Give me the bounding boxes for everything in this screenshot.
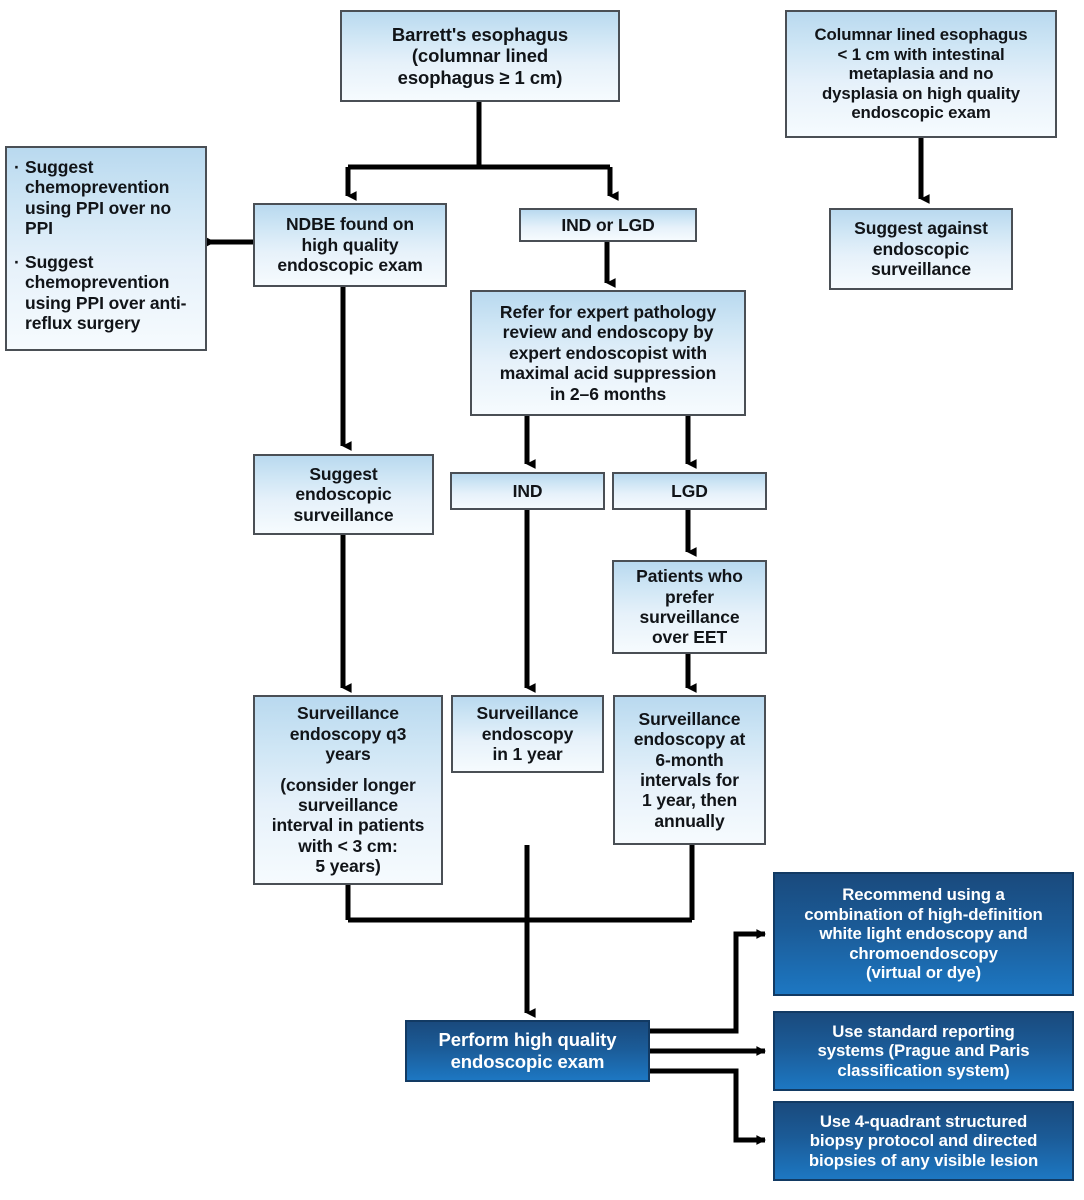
- patients-prefer-line-1: Patients who: [636, 566, 743, 587]
- surv-q3-line-8: 5 years): [315, 856, 381, 877]
- columnar-line-2: < 1 cm with intestinal: [837, 44, 1005, 64]
- lgd-label: LGD: [671, 480, 708, 501]
- surv-1yr-line-1: Surveillance: [476, 703, 579, 724]
- patients-prefer-line-2: prefer: [664, 586, 714, 607]
- recommend-hd-line-1: Recommend using a: [842, 884, 1005, 904]
- recommend-hd-line-3: white light endoscopy and: [819, 924, 1028, 944]
- reporting-line-2: systems (Prague and Paris: [817, 1041, 1030, 1061]
- bullet-marker-icon: ·: [14, 157, 20, 177]
- surv-6mo-line-5: 1 year, then: [641, 790, 738, 811]
- perform-line-2: endoscopic exam: [450, 1051, 605, 1072]
- recommend-hd-line-2: combination of high-definition: [804, 904, 1043, 924]
- surv-6mo-line-6: annually: [654, 810, 725, 831]
- node-use-standard-reporting-systems[interactable]: Use standard reporting systems (Prague a…: [773, 1011, 1074, 1091]
- refer-line-1: Refer for expert pathology: [499, 301, 717, 322]
- surv-6mo-line-3: 6-month: [655, 749, 724, 770]
- refer-line-5: in 2–6 months: [549, 383, 667, 404]
- node-columnar-lined-esophagus-short[interactable]: Columnar lined esophagus < 1 cm with int…: [785, 10, 1057, 138]
- node-ind[interactable]: IND: [450, 472, 605, 510]
- suggest-against-line-2: endoscopic: [872, 238, 970, 259]
- node-recommend-hd-white-light-endoscopy[interactable]: Recommend using a combination of high-de…: [773, 872, 1074, 996]
- surv-q3-line-7: with < 3 cm:: [298, 835, 398, 856]
- ind-label: IND: [512, 480, 543, 501]
- biopsy-line-3: biopsies of any visible lesion: [808, 1150, 1039, 1170]
- surv-6mo-line-1: Surveillance: [638, 708, 741, 729]
- edge-perform-to-biopsy: [650, 1068, 767, 1145]
- columnar-line-3: metaplasia and no: [848, 64, 994, 84]
- recommend-hd-line-5: (virtual or dye): [866, 963, 981, 983]
- node-suggest-endoscopic-surveillance[interactable]: Suggest endoscopic surveillance: [253, 454, 434, 535]
- surv-q3-line-4: (consider longer: [280, 774, 416, 795]
- node-ndbe-found[interactable]: NDBE found on high quality endoscopic ex…: [253, 203, 447, 287]
- surv-1yr-line-2: endoscopy: [481, 723, 574, 744]
- node-chemoprevention-recommendations[interactable]: · Suggest chemoprevention using PPI over…: [5, 146, 207, 351]
- surv-q3-line-3: years: [325, 744, 371, 765]
- barretts-line-1: Barrett's esophagus: [391, 23, 569, 45]
- suggest-against-line-1: Suggest against: [854, 218, 988, 239]
- suggest-surv-line-1: Suggest: [309, 463, 378, 484]
- patients-prefer-line-4: over EET: [651, 627, 728, 648]
- node-surveillance-endoscopy-1-year[interactable]: Surveillance endoscopy in 1 year: [451, 695, 604, 773]
- ndbe-line-2: high quality: [301, 234, 399, 255]
- node-surveillance-endoscopy-q3-years[interactable]: Surveillance endoscopy q3 years (conside…: [253, 695, 443, 885]
- patients-prefer-line-3: surveillance: [639, 607, 740, 627]
- columnar-line-4: dysplasia on high quality: [822, 83, 1020, 103]
- surv-q3-gap: [260, 765, 436, 775]
- surv-q3-line-5: surveillance: [298, 795, 398, 815]
- node-refer-for-expert-pathology[interactable]: Refer for expert pathology review and en…: [470, 290, 746, 416]
- chemoprevention-bullet-2: · Suggest chemoprevention using PPI over…: [14, 252, 197, 334]
- refer-line-4: maximal acid suppression: [499, 363, 717, 384]
- node-perform-high-quality-endoscopic-exam[interactable]: Perform high quality endoscopic exam: [405, 1020, 650, 1082]
- chemoprevention-bullet-2-text: Suggest chemoprevention using PPI over a…: [25, 251, 187, 334]
- chemoprevention-bullet-1: · Suggest chemoprevention using PPI over…: [14, 157, 197, 239]
- ind-or-lgd-label: IND or LGD: [561, 214, 655, 235]
- node-ind-or-lgd[interactable]: IND or LGD: [519, 208, 697, 242]
- columnar-line-5: endoscopic exam: [851, 103, 991, 123]
- perform-line-1: Perform high quality: [438, 1029, 617, 1051]
- recommend-hd-line-4: chromoendoscopy: [849, 943, 998, 963]
- surv-6mo-line-2: endoscopy at: [633, 729, 746, 750]
- biopsy-line-1: Use 4-quadrant structured: [819, 1111, 1028, 1131]
- biopsy-line-2: biopsy protocol and directed: [809, 1131, 1038, 1151]
- surv-q3-line-2: endoscopy q3: [289, 723, 407, 744]
- chemoprevention-bullet-1-text: Suggest chemoprevention using PPI over n…: [25, 157, 172, 239]
- edge-perform-to-recommend-hd: [650, 929, 767, 1034]
- ndbe-line-1: NDBE found on: [286, 214, 414, 235]
- node-suggest-against-endoscopic-surveillance[interactable]: Suggest against endoscopic surveillance: [829, 208, 1013, 290]
- surv-q3-line-6: interval in patients: [271, 815, 425, 836]
- node-lgd[interactable]: LGD: [612, 472, 767, 510]
- surv-q3-line-1: Surveillance: [297, 703, 399, 724]
- reporting-line-3: classification system): [837, 1060, 1010, 1080]
- refer-line-3: expert endoscopist with: [508, 342, 707, 363]
- surv-1yr-line-3: in 1 year: [492, 744, 563, 765]
- node-barretts-esophagus[interactable]: Barrett's esophagus (columnar lined esop…: [340, 10, 620, 102]
- suggest-surv-line-3: surveillance: [293, 504, 394, 525]
- suggest-surv-line-2: endoscopic: [295, 484, 392, 505]
- node-surveillance-endoscopy-6-month[interactable]: Surveillance endoscopy at 6-month interv…: [613, 695, 766, 845]
- surv-6mo-line-4: intervals for: [640, 770, 739, 790]
- refer-line-2: review and endoscopy by: [502, 322, 714, 343]
- columnar-line-1: Columnar lined esophagus: [814, 24, 1028, 44]
- ndbe-line-3: endoscopic exam: [277, 255, 423, 276]
- barretts-line-3: esophagus ≥ 1 cm): [397, 66, 563, 88]
- suggest-against-line-3: surveillance: [871, 259, 971, 280]
- reporting-line-1: Use standard reporting: [832, 1021, 1015, 1041]
- node-use-4-quadrant-biopsy-protocol[interactable]: Use 4-quadrant structured biopsy protoco…: [773, 1101, 1074, 1181]
- node-patients-prefer-surveillance[interactable]: Patients who prefer surveillance over EE…: [612, 560, 767, 654]
- bullet-marker-icon-2: ·: [14, 251, 20, 272]
- barretts-line-2: (columnar lined: [411, 45, 549, 67]
